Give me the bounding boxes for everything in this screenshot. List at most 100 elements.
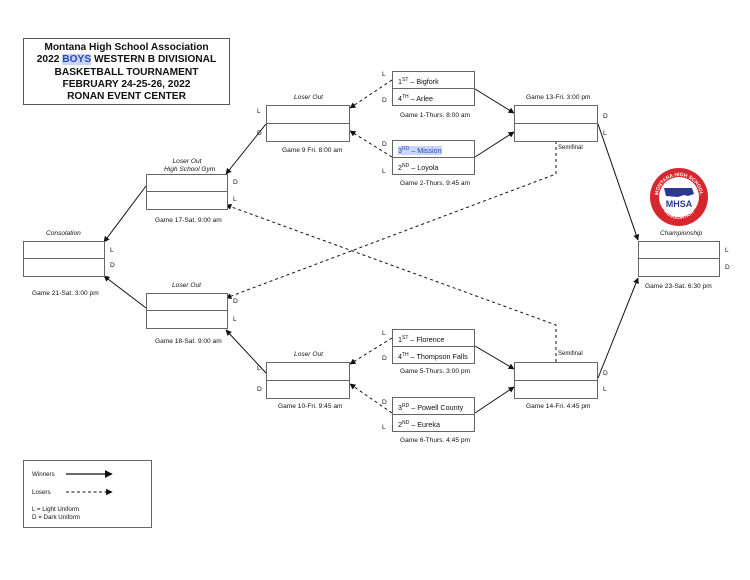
game-9-bottom-slot	[267, 124, 349, 142]
game-2-box: 3RD – Mission 2ND – Loyola	[392, 140, 475, 175]
consolation-bottom-slot	[24, 259, 104, 276]
game-18-time: Game 18-Sat. 9:00 am	[155, 338, 222, 345]
game-10-box	[266, 362, 350, 399]
game-13-top-slot	[515, 106, 597, 124]
legend-winners-label: Winners	[32, 471, 55, 478]
game-10-top-uniform: L	[257, 365, 261, 372]
game-17-time: Game 17-Sat. 9:00 am	[155, 217, 222, 224]
game-13-top-uniform: D	[603, 113, 608, 120]
legend-box: Winners Losers L = Light Uniform D = Dar…	[23, 460, 152, 528]
game-9-top-uniform: L	[257, 108, 261, 115]
title-tournament: BASKETBALL TOURNAMENT	[54, 66, 199, 78]
game-13-semifinal-label: Semifinal	[558, 145, 583, 151]
game-5-time: Game 5-Thurs. 3:00 pm	[400, 368, 470, 375]
legend-line-samples	[66, 470, 113, 496]
game-23-time: Game 23-Sat. 6:30 pm	[645, 283, 712, 290]
game-14-semifinal-label: Semifinal	[558, 351, 583, 357]
consolation-title: Consolation	[46, 230, 81, 237]
title-year: 2022	[36, 54, 60, 66]
consolation-bottom-uniform: D	[110, 262, 115, 269]
game-14-time: Game 14-Fri. 4:45 pm	[526, 403, 591, 410]
loser-line-g14	[225, 204, 557, 362]
loser-line-g5	[349, 337, 393, 365]
game-5-bottom-uniform: D	[382, 355, 387, 362]
game-2-top-uniform: D	[382, 141, 387, 148]
winner-line-g2	[474, 131, 515, 158]
mhsa-logo-icon: MONTANA HIGH SCHOOL ASSOCIATION MHSA	[650, 168, 708, 226]
winner-line-g1	[474, 88, 515, 114]
game-13-box	[514, 105, 598, 142]
winner-line-g6	[474, 386, 515, 414]
game-17-box	[146, 174, 228, 210]
game-6-top-slot: 3RD – Powell County	[393, 398, 474, 415]
championship-title: Championship	[660, 230, 703, 237]
title-association: Montana High School Association	[44, 42, 209, 53]
game-13-bottom-uniform: L	[603, 130, 607, 137]
winner-line-g9	[225, 123, 267, 175]
game-18-box	[146, 293, 228, 329]
game-10-title: Loser Out	[294, 351, 323, 358]
consolation-top-uniform: L	[110, 247, 114, 254]
game-6-top-uniform: D	[382, 399, 387, 406]
game-14-top-uniform: D	[603, 370, 608, 377]
game-9-time: Game 9 Fri. 8:00 am	[282, 147, 343, 154]
game-10-top-slot	[267, 363, 349, 381]
game-2-top-slot: 3RD – Mission	[393, 141, 474, 158]
game-21-time: Game 21-Sat. 3:00 pm	[32, 290, 99, 297]
winner-line-g5	[474, 345, 515, 370]
championship-bottom-uniform: D	[725, 264, 730, 271]
game-1-top-slot: 1ST – Bigfork	[393, 72, 474, 89]
tournament-title-box: Montana High School Association 2022 BOY…	[23, 38, 230, 105]
game-18-top-slot	[147, 294, 227, 311]
game-18-bottom-uniform: L	[233, 316, 237, 323]
game-13-bottom-slot	[515, 124, 597, 142]
game-17-title-2: High School Gym	[164, 166, 216, 173]
title-dates: FEBRUARY 24-25-26, 2022	[62, 78, 191, 90]
game-9-box	[266, 105, 350, 142]
game-6-time: Game 6-Thurs. 4:45 pm	[400, 437, 470, 444]
consolation-top-slot	[24, 242, 104, 259]
game-17-title-1: Loser Out	[172, 158, 202, 165]
legend-losers-label: Losers	[32, 489, 51, 496]
game-6-box: 3RD – Powell County 2ND – Eureka	[392, 397, 475, 432]
loser-line-g13	[225, 141, 557, 299]
game-6-bottom-uniform: L	[382, 424, 386, 431]
winner-line-g17	[103, 185, 147, 243]
title-division: 2022 BOYS WESTERN B DIVISIONAL	[24, 54, 229, 66]
game-10-time: Game 10-Fri. 9:45 am	[278, 403, 343, 410]
game-5-top-slot: 1ST – Florence	[393, 330, 474, 347]
game-6-bottom-slot: 2ND – Eureka	[398, 419, 440, 429]
game-17-bottom-slot	[147, 192, 227, 209]
championship-box	[638, 241, 720, 277]
championship-bottom-slot	[639, 259, 719, 276]
legend-light-label: L = Light Uniform	[32, 506, 80, 513]
game-18-title: Loser Out	[172, 282, 201, 289]
winner-line-g14	[597, 277, 639, 379]
winner-line-g10	[225, 329, 267, 374]
game-5-bottom-slot: 4TH – Thompson Falls	[398, 351, 468, 361]
game-9-title: Loser Out	[294, 94, 323, 101]
game-10-bottom-uniform: D	[257, 386, 262, 393]
game-18-top-uniform: D	[233, 298, 238, 305]
game-13-time: Game 13-Fri. 3:00 pm	[526, 94, 591, 101]
game-17-top-uniform: D	[233, 179, 238, 186]
game-14-bottom-slot	[515, 381, 597, 399]
game-18-bottom-slot	[147, 311, 227, 328]
winner-line-g18	[103, 275, 147, 309]
game-14-bottom-uniform: L	[603, 386, 607, 393]
loser-line-g1	[349, 79, 393, 109]
game-5-top-uniform: L	[382, 330, 386, 337]
game-1-top-uniform: L	[382, 71, 386, 78]
championship-top-slot	[639, 242, 719, 259]
game-2-bottom-uniform: L	[382, 168, 386, 175]
game-2-time: Game 2-Thurs. 9:45 am	[400, 180, 470, 187]
title-division-name: WESTERN B DIVISIONAL	[93, 54, 217, 66]
winner-line-g13	[597, 123, 640, 241]
game-14-top-slot	[515, 363, 597, 381]
consolation-box	[23, 241, 105, 277]
game-5-box: 1ST – Florence 4TH – Thompson Falls	[392, 329, 475, 364]
game-10-bottom-slot	[267, 381, 349, 399]
game-9-bottom-uniform: D	[257, 130, 262, 137]
game-1-bottom-uniform: D	[382, 97, 387, 104]
